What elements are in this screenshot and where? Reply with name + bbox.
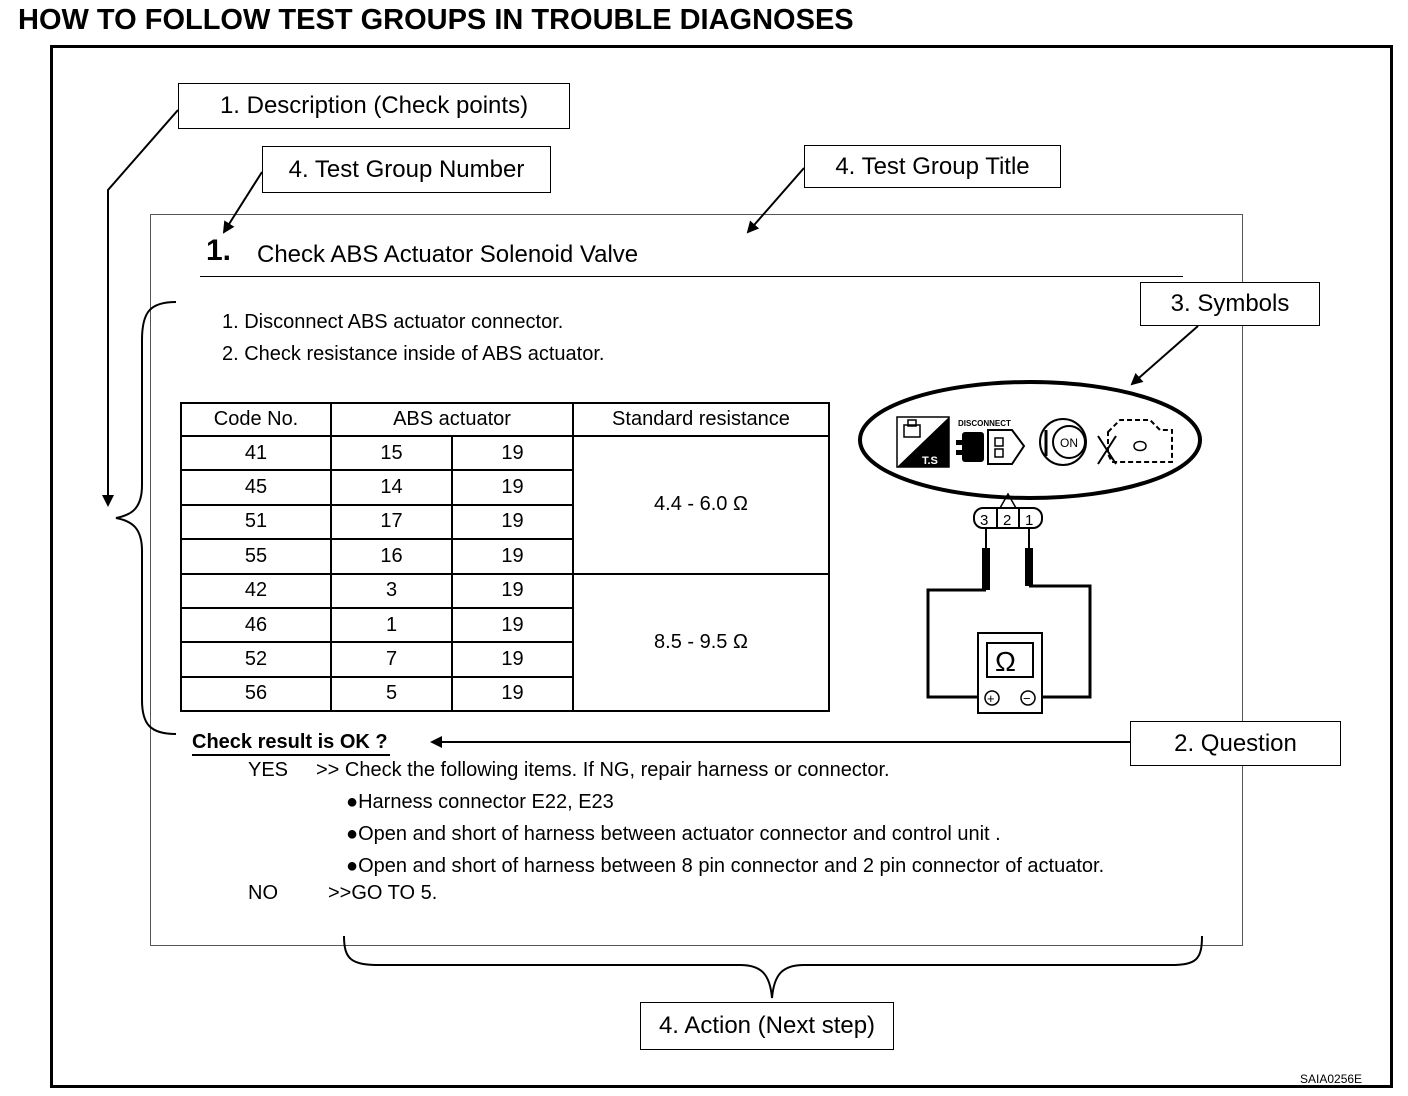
cell-code: 52: [180, 641, 332, 678]
yes-text: >> Check the following items. If NG, rep…: [316, 759, 890, 781]
callout-symbols: 3. Symbols: [1140, 282, 1320, 326]
outer-frame: [50, 45, 1393, 1088]
list-item: ●Open and short of harness between actua…: [346, 823, 1001, 846]
cell-terminal-b: 19: [451, 434, 574, 472]
ohm-symbol: Ω: [995, 646, 1016, 677]
bottom-brace: [343, 935, 1203, 999]
cell-code: 51: [180, 503, 332, 541]
callout-test-group-title: 4. Test Group Title: [804, 145, 1061, 188]
step-2: 2. Check resistance inside of ABS actuat…: [222, 343, 605, 365]
plus-terminal: +: [987, 691, 995, 706]
page-title: HOW TO FOLLOW TEST GROUPS IN TROUBLE DIA…: [18, 4, 854, 36]
on-label: ON: [1060, 436, 1078, 450]
description-leader: [102, 109, 179, 507]
no-label: NO: [248, 882, 278, 904]
cell-code: 56: [180, 675, 332, 713]
cell-terminal-b: 19: [451, 641, 574, 678]
title-underline: [200, 276, 1183, 277]
action-item-1: Harness connector E22, E23: [358, 791, 614, 813]
cell-terminal-a: 16: [330, 538, 453, 575]
header-abs-actuator: ABS actuator: [330, 402, 574, 437]
step-1: 1. Disconnect ABS actuator connector.: [222, 311, 564, 333]
callout-description: 1. Description (Check points): [178, 83, 570, 129]
cell-code: 55: [180, 538, 332, 575]
callout-test-group-number: 4. Test Group Number: [262, 146, 551, 193]
probe-wire-right: [1029, 584, 1092, 699]
table-row: 45 14 19: [180, 469, 829, 506]
connector-pointer: [999, 492, 1017, 509]
cell-terminal-b: 19: [451, 572, 574, 609]
header-standard-resistance: Standard resistance: [572, 402, 830, 437]
probe-wire-left: [926, 588, 986, 699]
action-item-2: Open and short of harness between actuat…: [358, 823, 1001, 845]
disconnect-label: DISCONNECT: [958, 419, 1011, 428]
cell-terminal-a: 7: [330, 641, 453, 678]
symbols-leader: [1130, 325, 1199, 386]
bullet-icon: ●: [346, 823, 359, 845]
bullet-icon: ●: [346, 791, 359, 813]
resistance-table: Code No. ABS actuator Standard resistanc…: [180, 402, 830, 713]
test-probes-icon: [982, 528, 1033, 590]
table-row: 56 5 19: [180, 675, 829, 713]
cell-terminal-b: 19: [451, 469, 574, 506]
ts-symbol-icon: T.S: [896, 416, 950, 468]
table-row: 52 7 19: [180, 641, 829, 678]
no-text: >>GO TO 5.: [328, 882, 438, 904]
left-brace: [115, 301, 177, 735]
cell-terminal-a: 15: [330, 434, 453, 472]
figure-id: SAIA0256E: [1300, 1072, 1363, 1086]
cell-terminal-a: 1: [330, 606, 453, 644]
cell-code: 46: [180, 606, 332, 644]
test-group-number: 1.: [206, 234, 232, 267]
cell-terminal-a: 5: [330, 675, 453, 713]
engine-off-icon: [1097, 419, 1173, 465]
actuator-connector-icon: 3 2 1: [973, 507, 1043, 529]
header-code-no: Code No.: [180, 402, 332, 437]
test-group-number-leader: [222, 171, 263, 234]
ignition-on-icon: ON: [1039, 418, 1087, 466]
minus-terminal: −: [1023, 691, 1031, 706]
callout-question: 2. Question: [1130, 721, 1341, 766]
test-group-panel: [150, 214, 1243, 946]
table-row: 46 1 19: [180, 606, 829, 644]
action-item-3: Open and short of harness between 8 pin …: [358, 855, 1105, 877]
cell-terminal-a: 17: [330, 503, 453, 541]
cell-terminal-b: 19: [451, 503, 574, 541]
cell-code: 45: [180, 469, 332, 506]
pin-1: 1: [1025, 512, 1033, 529]
cell-terminal-b: 19: [451, 675, 574, 713]
test-group-title-leader: [746, 167, 805, 234]
cell-resistance-group-2: 8.5 - 9.5 Ω: [572, 572, 830, 713]
list-item: ●Open and short of harness between 8 pin…: [346, 855, 1104, 878]
callout-action: 4. Action (Next step): [640, 1002, 894, 1050]
cell-terminal-b: 19: [451, 538, 574, 575]
cell-resistance-group-1: 4.4 - 6.0 Ω: [572, 435, 830, 575]
table-row: 41 15 19 4.4 - 6.0 Ω: [180, 434, 830, 575]
pin-2: 2: [1003, 512, 1011, 529]
list-item: ●Harness connector E22, E23: [346, 791, 614, 814]
yes-label: YES: [248, 759, 289, 781]
disconnect-icon: DISCONNECT: [956, 419, 1026, 465]
cell-code: 42: [180, 572, 332, 609]
check-question: Check result is OK ?: [192, 731, 390, 756]
test-group-title: Check ABS Actuator Solenoid Valve: [257, 241, 639, 268]
symbols-ellipse: [858, 380, 1202, 500]
cell-terminal-a: 14: [330, 469, 453, 506]
table-row: 42 3 19 8.5 - 9.5 Ω: [180, 572, 830, 713]
table-row: 55 16 19: [180, 538, 829, 575]
table-row: 51 17 19: [180, 503, 829, 541]
ohmmeter-icon: Ω + −: [977, 632, 1043, 714]
cell-code: 41: [180, 434, 332, 472]
cell-terminal-b: 19: [451, 606, 574, 644]
pin-3: 3: [980, 512, 988, 529]
ts-label: T.S: [922, 455, 938, 467]
table-header-row: Code No. ABS actuator Standard resistanc…: [180, 402, 830, 437]
bullet-icon: ●: [346, 855, 359, 877]
cell-terminal-a: 3: [330, 572, 453, 609]
